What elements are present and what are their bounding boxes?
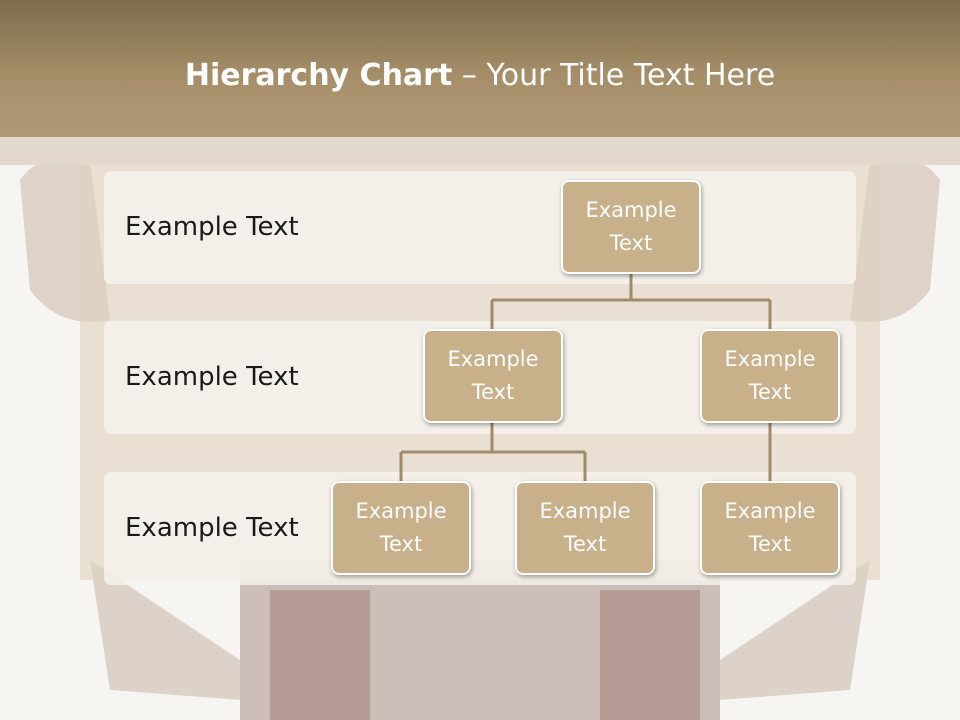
node-root-text: Example Text	[585, 198, 677, 255]
node-level2-left-text: Example Text	[447, 347, 539, 404]
level-row-1	[104, 171, 856, 284]
node-level2-right[interactable]: Example Text	[700, 329, 840, 423]
node-level2-right-text: Example Text	[724, 347, 816, 404]
level-label-1: Example Text	[125, 212, 299, 242]
slide-title: Hierarchy Chart – Your Title Text Here	[0, 56, 960, 96]
node-level3-a-text: Example Text	[355, 499, 447, 556]
title-rest: – Your Title Text Here	[452, 58, 776, 93]
title-bar	[0, 0, 960, 137]
node-level3-a[interactable]: Example Text	[331, 481, 471, 575]
node-level3-c[interactable]: Example Text	[700, 481, 840, 575]
node-level3-c-text: Example Text	[724, 499, 816, 556]
title-band	[0, 137, 960, 165]
node-level3-b-text: Example Text	[539, 499, 631, 556]
level-label-2: Example Text	[125, 362, 299, 392]
node-level3-b[interactable]: Example Text	[515, 481, 655, 575]
node-root[interactable]: Example Text	[561, 180, 701, 274]
title-bold: Hierarchy Chart	[184, 58, 453, 93]
level-label-3: Example Text	[125, 513, 299, 543]
node-level2-left[interactable]: Example Text	[423, 329, 563, 423]
